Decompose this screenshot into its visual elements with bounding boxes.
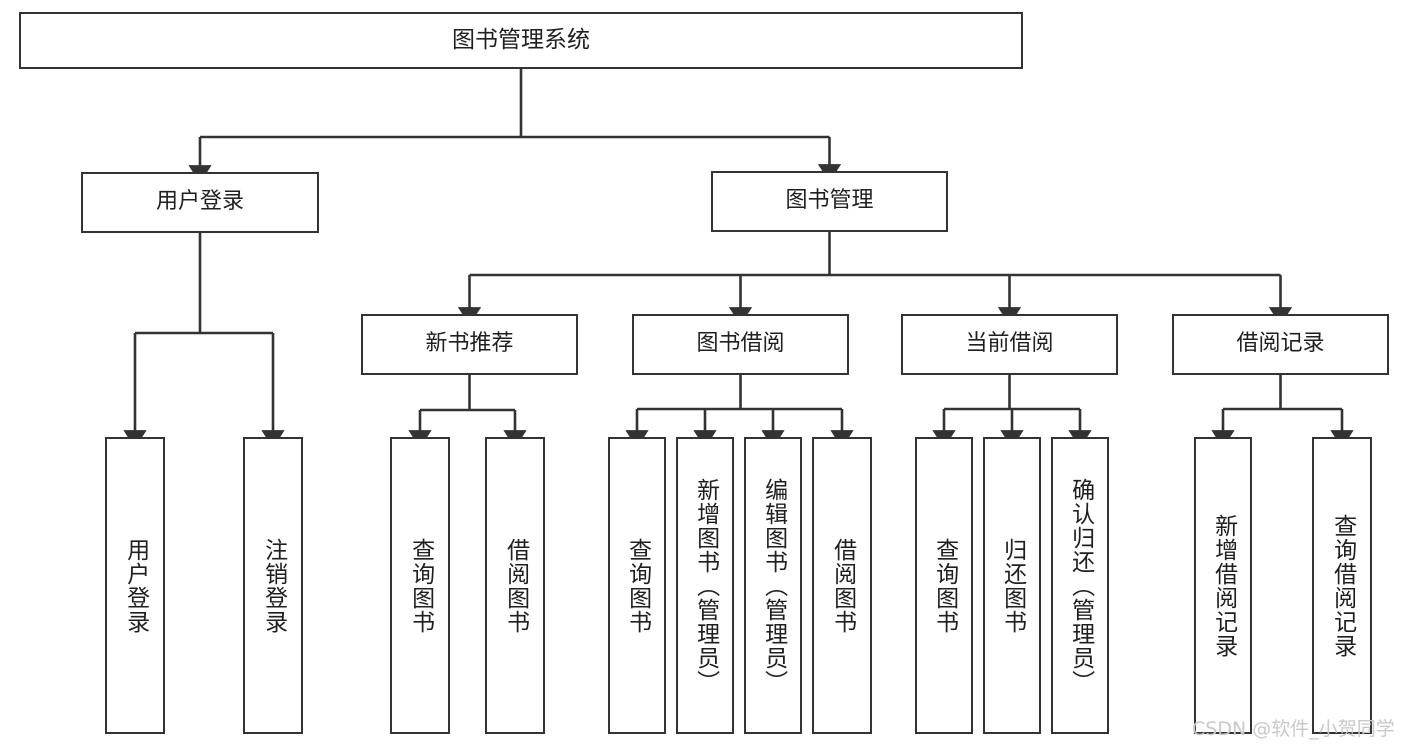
node-book-manage[interactable]: 图书管理 [711,171,948,232]
node-root[interactable]: 图书管理系统 [19,12,1023,69]
node-leaf-logout-label: 注销登录 [260,537,287,634]
node-leaf-borrow-book-2[interactable]: 借阅图书 [812,437,872,734]
node-leaf-add-record-label: 新增借阅记录 [1210,513,1237,658]
node-current-borrow-label: 当前借阅 [965,331,1054,357]
node-leaf-borrow-book-1-label: 借阅图书 [502,537,529,634]
node-leaf-add-book[interactable]: 新增图书（管理员） [676,437,734,734]
watermark-text: CSDN @软件_小贺同学 [1192,718,1395,740]
node-leaf-return-book[interactable]: 归还图书 [983,437,1041,734]
node-leaf-borrow-book-1[interactable]: 借阅图书 [485,437,545,734]
node-book-manage-label: 图书管理 [785,188,874,214]
node-leaf-add-record[interactable]: 新增借阅记录 [1194,437,1252,734]
node-leaf-add-book-label: 新增图书（管理员） [692,477,719,694]
node-user-login[interactable]: 用户登录 [81,172,319,233]
node-leaf-query-book-3-label: 查询图书 [931,537,958,634]
node-leaf-logout[interactable]: 注销登录 [243,437,303,734]
node-leaf-confirm-return[interactable]: 确认归还（管理员） [1051,437,1109,734]
node-leaf-query-book-1[interactable]: 查询图书 [390,437,450,734]
node-book-borrow[interactable]: 图书借阅 [632,314,849,375]
node-user-login-label: 用户登录 [155,189,244,215]
node-leaf-return-book-label: 归还图书 [999,537,1026,634]
node-book-borrow-label: 图书借阅 [696,331,785,357]
node-leaf-confirm-return-label: 确认归还（管理员） [1067,477,1094,694]
node-leaf-user-login[interactable]: 用户登录 [105,437,165,734]
node-root-label: 图书管理系统 [452,26,590,53]
edge-group [123,69,1354,449]
node-leaf-edit-book[interactable]: 编辑图书（管理员） [744,437,802,734]
node-new-book-recommend-label: 新书推荐 [425,331,514,357]
node-borrow-record-label: 借阅记录 [1236,331,1325,357]
node-leaf-query-record-label: 查询借阅记录 [1329,513,1356,658]
node-leaf-query-record[interactable]: 查询借阅记录 [1312,437,1372,734]
node-new-book-recommend[interactable]: 新书推荐 [361,314,578,375]
node-current-borrow[interactable]: 当前借阅 [901,314,1118,375]
node-borrow-record[interactable]: 借阅记录 [1172,314,1389,375]
node-leaf-edit-book-label: 编辑图书（管理员） [760,477,787,694]
node-leaf-user-login-label: 用户登录 [122,537,149,634]
node-leaf-query-book-2-label: 查询图书 [624,537,651,634]
node-leaf-query-book-1-label: 查询图书 [407,537,434,634]
node-leaf-borrow-book-2-label: 借阅图书 [829,537,856,634]
node-leaf-query-book-3[interactable]: 查询图书 [915,437,973,734]
node-leaf-query-book-2[interactable]: 查询图书 [608,437,666,734]
